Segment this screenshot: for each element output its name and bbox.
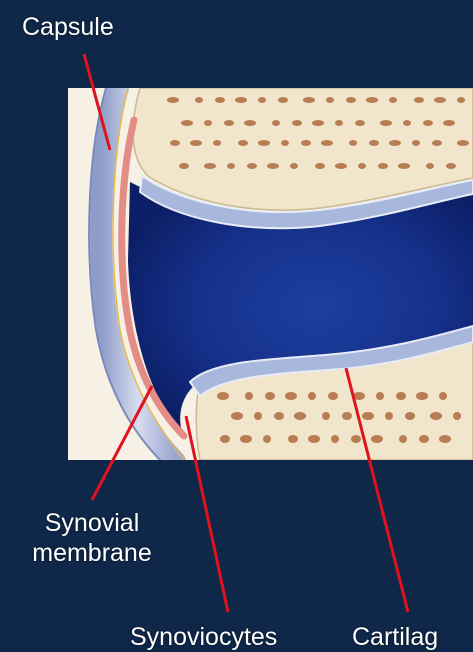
- bone-pore: [315, 163, 325, 169]
- bone-pore: [245, 392, 253, 400]
- bone-pore: [423, 120, 433, 126]
- bone-pore: [366, 97, 378, 103]
- bone-pore: [358, 163, 366, 169]
- bone-pore: [369, 140, 379, 146]
- bone-pore: [432, 140, 442, 146]
- bone-pore: [220, 435, 230, 443]
- bone-pore: [355, 120, 365, 126]
- bone-pore: [244, 120, 256, 126]
- bone-pore: [254, 412, 262, 420]
- bone-pore: [389, 140, 401, 146]
- bone-pore: [292, 120, 302, 126]
- bone-pore: [331, 435, 339, 443]
- bone-pore: [457, 140, 469, 146]
- bone-pore: [204, 163, 216, 169]
- bone-pore: [281, 140, 289, 146]
- bone-pore: [303, 97, 315, 103]
- bone-pore: [170, 140, 180, 146]
- bone-pore: [308, 392, 316, 400]
- bone-pore: [380, 120, 392, 126]
- bone-pore: [351, 435, 361, 443]
- bone-pore: [179, 163, 189, 169]
- bone-pore: [247, 163, 257, 169]
- bone-pore: [215, 97, 225, 103]
- bone-pore: [349, 140, 357, 146]
- bone-pore: [389, 97, 397, 103]
- bone-pore: [278, 97, 288, 103]
- bone-pore: [238, 140, 248, 146]
- bone-pore: [258, 140, 270, 146]
- bone-pore: [419, 435, 429, 443]
- bone-pore: [385, 412, 393, 420]
- bone-pore: [308, 435, 320, 443]
- bone-pore: [312, 120, 324, 126]
- bone-pore: [403, 120, 411, 126]
- bone-pore: [346, 97, 356, 103]
- bone-pore: [265, 392, 275, 400]
- bone-pore: [231, 412, 243, 420]
- bone-pore: [272, 120, 280, 126]
- bone-pore: [322, 412, 330, 420]
- bone-pore: [398, 163, 410, 169]
- bone-pore: [290, 163, 298, 169]
- bone-pore: [396, 392, 406, 400]
- bone-pore: [439, 392, 447, 400]
- bone-pore: [457, 97, 465, 103]
- bone-pore: [227, 163, 235, 169]
- synovial-label-line2: membrane: [12, 538, 172, 568]
- bone-pore: [371, 435, 383, 443]
- bone-pore: [412, 140, 420, 146]
- bone-pore: [335, 120, 343, 126]
- bone-pore: [416, 392, 428, 400]
- bone-pore: [426, 163, 434, 169]
- bone-pore: [258, 97, 266, 103]
- bone-pore: [263, 435, 271, 443]
- bone-pore: [430, 412, 442, 420]
- bone-pore: [181, 120, 193, 126]
- bone-pore: [434, 97, 446, 103]
- bone-pore: [414, 97, 424, 103]
- bone-pore: [443, 120, 455, 126]
- bone-pore: [376, 392, 384, 400]
- bone-pore: [235, 97, 247, 103]
- bone-pore: [267, 163, 279, 169]
- bone-pore: [335, 163, 347, 169]
- bone-pore: [326, 97, 334, 103]
- bone-pore: [342, 412, 352, 420]
- bone-pore: [446, 163, 456, 169]
- bone-pore: [301, 140, 311, 146]
- bone-pore: [167, 97, 179, 103]
- bone-pore: [321, 140, 333, 146]
- bone-pore: [274, 412, 284, 420]
- synovial-label-line1: Synovial: [12, 508, 172, 538]
- bone-pore: [224, 120, 234, 126]
- bone-pore: [405, 412, 415, 420]
- bone-pore: [453, 412, 461, 420]
- capsule-label: Capsule: [22, 12, 114, 42]
- bone-pore: [294, 412, 306, 420]
- bone-pore: [362, 412, 374, 420]
- synovial-membrane-label: Synovial membrane: [12, 508, 172, 568]
- bone-pore: [204, 120, 212, 126]
- synoviocytes-label: Synoviocytes: [130, 622, 277, 652]
- cartilage-label: Cartilag: [352, 622, 438, 652]
- bone-pore: [240, 435, 252, 443]
- bone-pore: [195, 97, 203, 103]
- bone-pore: [328, 392, 338, 400]
- bone-pore: [378, 163, 388, 169]
- bone-pore: [285, 392, 297, 400]
- bone-pore: [288, 435, 298, 443]
- bone-pore: [439, 435, 451, 443]
- bone-pore: [190, 140, 202, 146]
- bone-pore: [399, 435, 407, 443]
- bone-pore: [213, 140, 221, 146]
- bone-pore: [217, 392, 229, 400]
